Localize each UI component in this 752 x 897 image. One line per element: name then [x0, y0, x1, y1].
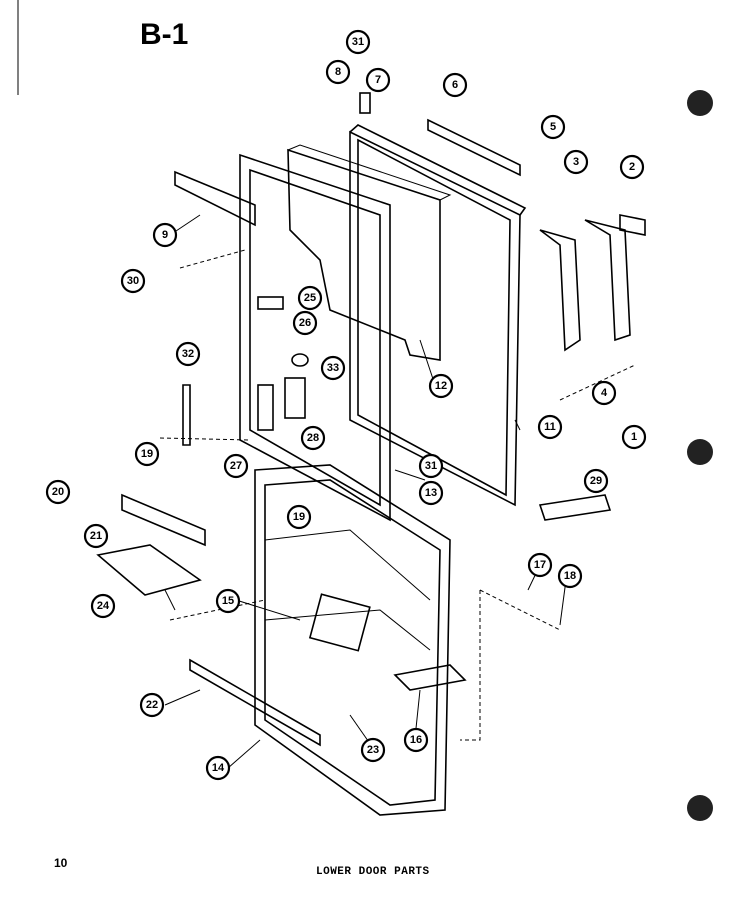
- callout-24: 24: [90, 593, 116, 619]
- svg-text:4: 4: [601, 387, 608, 399]
- svg-text:25: 25: [304, 292, 316, 304]
- svg-text:9: 9: [162, 229, 168, 241]
- callout-25: 25: [297, 285, 323, 311]
- svg-text:30: 30: [127, 275, 139, 287]
- callout-7: 7: [365, 67, 391, 93]
- svg-text:8: 8: [335, 66, 341, 78]
- callout-14: 14: [205, 755, 231, 781]
- svg-text:7: 7: [375, 74, 381, 86]
- svg-text:14: 14: [212, 762, 225, 774]
- callout-23: 23: [360, 737, 386, 763]
- callout-22: 22: [139, 692, 165, 718]
- svg-text:29: 29: [590, 475, 602, 487]
- svg-text:26: 26: [299, 317, 311, 329]
- door-frame-rear: [239, 153, 391, 522]
- callout-bubbles: 31 8 7 6 5 3 2 9 30 25 26 32 33 12 4 28 …: [45, 29, 647, 781]
- svg-text:20: 20: [52, 486, 64, 498]
- svg-text:31: 31: [425, 460, 437, 472]
- svg-text:3: 3: [573, 156, 579, 168]
- callout-13: 13: [418, 480, 444, 506]
- callout-17: 17: [527, 552, 553, 578]
- svg-text:19: 19: [141, 448, 153, 460]
- leader-lines: [159, 214, 636, 769]
- svg-text:23: 23: [367, 744, 379, 756]
- small-parts: [96, 92, 612, 747]
- svg-text:17: 17: [534, 559, 546, 571]
- callout-3: 3: [563, 149, 589, 175]
- svg-text:28: 28: [307, 432, 319, 444]
- svg-text:1: 1: [631, 431, 637, 443]
- binder-hole-bottom: [687, 795, 713, 821]
- callout-16: 16: [403, 727, 429, 753]
- callout-31-top: 31: [345, 29, 371, 55]
- callout-29: 29: [583, 468, 609, 494]
- svg-text:13: 13: [425, 487, 437, 499]
- door-inner-liner: [254, 464, 451, 816]
- callout-1: 1: [621, 424, 647, 450]
- binder-hole-top: [687, 90, 713, 116]
- callout-9: 9: [152, 222, 178, 248]
- door-outer-panel: [349, 124, 527, 507]
- insulation-panel: [287, 144, 452, 361]
- svg-text:22: 22: [146, 699, 158, 711]
- callout-26: 26: [292, 310, 318, 336]
- callout-5: 5: [540, 114, 566, 140]
- callout-27: 27: [223, 453, 249, 479]
- callout-11: 11: [537, 414, 563, 440]
- callout-28: 28: [300, 425, 326, 451]
- page-number: 10: [54, 856, 68, 870]
- svg-text:31: 31: [352, 36, 364, 48]
- svg-text:33: 33: [327, 362, 339, 374]
- svg-text:24: 24: [97, 600, 110, 612]
- svg-text:12: 12: [435, 380, 447, 392]
- svg-text:18: 18: [564, 570, 576, 582]
- callout-33: 33: [320, 355, 346, 381]
- svg-text:11: 11: [544, 421, 556, 433]
- binder-hole-middle: [687, 439, 713, 465]
- callout-19-left: 19: [134, 441, 160, 467]
- callout-31-mid: 31: [418, 453, 444, 479]
- callout-6: 6: [442, 72, 468, 98]
- svg-text:21: 21: [90, 530, 102, 542]
- callout-30: 30: [120, 268, 146, 294]
- svg-text:6: 6: [452, 79, 458, 91]
- svg-text:27: 27: [230, 460, 242, 472]
- callout-15: 15: [215, 588, 241, 614]
- callout-12: 12: [428, 373, 454, 399]
- svg-text:2: 2: [629, 161, 635, 173]
- callout-18: 18: [557, 563, 583, 589]
- svg-text:16: 16: [410, 734, 422, 746]
- callout-2: 2: [619, 154, 645, 180]
- svg-text:32: 32: [182, 348, 194, 360]
- callout-8: 8: [325, 59, 351, 85]
- hinge-parts: [539, 214, 646, 352]
- callout-21: 21: [83, 523, 109, 549]
- svg-text:5: 5: [550, 121, 556, 133]
- callout-32: 32: [175, 341, 201, 367]
- callout-19-inner: 19: [286, 504, 312, 530]
- callout-20: 20: [45, 479, 71, 505]
- svg-text:15: 15: [222, 595, 234, 607]
- svg-text:19: 19: [293, 511, 305, 523]
- page-title: B-1: [140, 18, 189, 51]
- page-caption: LOWER DOOR PARTS: [316, 866, 430, 878]
- callout-4: 4: [591, 380, 617, 406]
